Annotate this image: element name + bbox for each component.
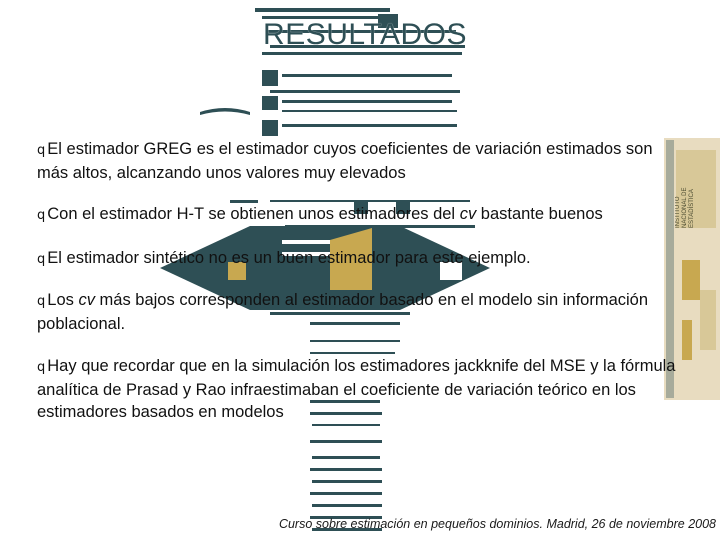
bullet-emphasis: cv: [459, 205, 477, 223]
bullet-text-tail: bastante buenos: [476, 205, 603, 223]
bullet-marker-icon: q: [37, 208, 46, 223]
bullet-text: El estimador sintético no es un buen est…: [47, 249, 531, 267]
bullet-text: Con el estimador H-T se obtienen unos es…: [47, 205, 460, 223]
bullet-text-tail: más bajos corresponden al estimador basa…: [37, 291, 649, 333]
bullet-text: Los: [47, 291, 79, 309]
bullet-marker-icon: q: [37, 252, 46, 267]
bullet-text: Hay que recordar que en la simulación lo…: [37, 357, 676, 421]
bullet-emphasis: cv: [78, 291, 95, 309]
slide-title: RESULTADOS: [263, 18, 467, 51]
slide-footer: Curso sobre estimación en pequeños domin…: [278, 517, 716, 531]
bullet-text: El estimador GREG es el estimador cuyos …: [37, 140, 653, 182]
bullet-marker-icon: q: [37, 294, 46, 309]
bullet-marker-icon: q: [37, 360, 46, 375]
bullet-marker-icon: q: [37, 143, 46, 158]
